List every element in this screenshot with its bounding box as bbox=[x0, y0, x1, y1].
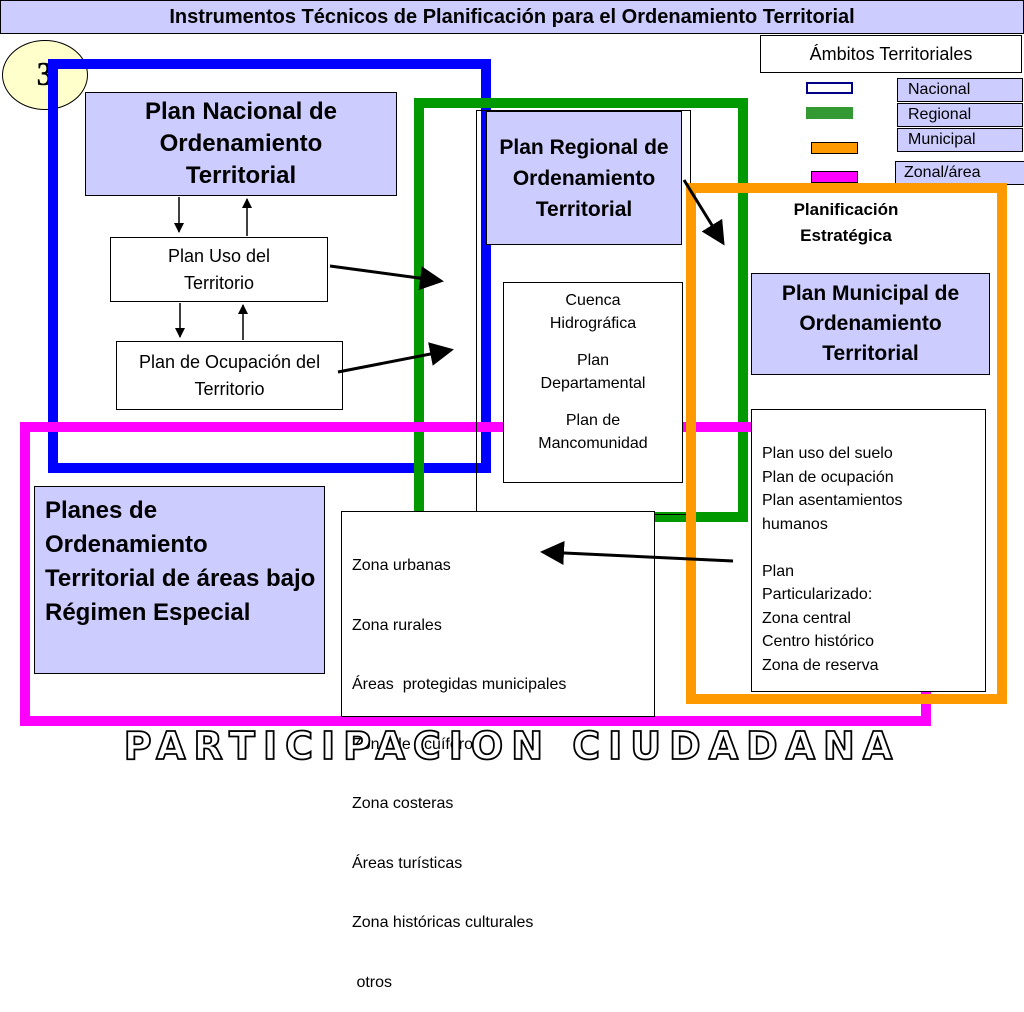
plan-uso-territorio-box: Plan Uso del Territorio bbox=[110, 237, 328, 302]
arrow-uso-to-regional bbox=[329, 264, 444, 291]
plan-uso-territorio-text: Plan Uso del Territorio bbox=[167, 245, 271, 293]
zona-item: Zona urbanas bbox=[352, 557, 451, 574]
municipal-item: Plan de ocupación bbox=[762, 468, 894, 486]
plan-nacional-box: Plan Nacional de Ordenamiento Territoria… bbox=[85, 92, 397, 196]
zona-item: Zona históricas culturales bbox=[352, 914, 534, 931]
municipal-items-box: Plan uso del suelo Plan de ocupación Pla… bbox=[751, 409, 986, 692]
regional-items-box: Cuenca Hidrográfica Plan Departamental P… bbox=[503, 282, 683, 483]
arrow-ocupacion-to-regional bbox=[337, 342, 454, 374]
zona-item: otros bbox=[352, 973, 393, 991]
legend-label-nacional: Nacional bbox=[897, 78, 1023, 102]
zona-item: Zona rurales bbox=[352, 616, 442, 634]
plan-regional-title: Plan Regional de Ordenamiento Territoria… bbox=[499, 135, 669, 221]
planificacion-estrategica: Planificación Estratégica bbox=[758, 197, 934, 251]
municipal-item: Zona central bbox=[762, 609, 851, 627]
frame-nacional bbox=[48, 59, 491, 473]
arrow-municipal-to-zonas bbox=[540, 541, 734, 565]
zonas-list-box: Zona urbanas Zona rurales Áreas protegid… bbox=[341, 511, 655, 991]
plan-ocupacion-territorio-box: Plan de Ocupación del Territorio bbox=[116, 341, 343, 410]
plan-regional-box: Plan Regional de Ordenamiento Territoria… bbox=[486, 111, 682, 245]
municipal-item: Centro histórico bbox=[762, 633, 875, 650]
legend-label-regional: Regional bbox=[897, 103, 1023, 127]
page-title: Instrumentos Técnicos de Planificación p… bbox=[0, 0, 1024, 34]
zona-item: Áreas turísticas bbox=[352, 854, 463, 872]
legend-swatch-municipal bbox=[811, 142, 858, 154]
participacion-ciudadana-text: PARTICIPACION CIUDADANA bbox=[123, 723, 901, 769]
municipal-item: Plan bbox=[762, 562, 795, 580]
municipal-item: Particularizado: bbox=[762, 586, 873, 603]
zona-item: Áreas protegidas municipales bbox=[352, 676, 567, 693]
item-plan-mancomunidad: Plan de Mancomunidad bbox=[538, 412, 648, 452]
planes-regimen-especial-title: Planes de Ordenamiento Territorial de ár… bbox=[45, 497, 316, 626]
legend-swatch-zonal bbox=[811, 171, 858, 183]
plan-municipal-title: Plan Municipal de Ordenamiento Territori… bbox=[781, 282, 960, 365]
municipal-item: Zona de reserva bbox=[762, 656, 879, 674]
zona-item: Zona costeras bbox=[352, 795, 454, 812]
item-cuenca-hidrografica: Cuenca Hidrográfica bbox=[549, 292, 637, 332]
legend-swatch-regional bbox=[806, 107, 853, 119]
planificacion-estrategica-text: Planificación Estratégica bbox=[793, 200, 899, 245]
arrow-regional-to-municipal bbox=[682, 179, 725, 246]
frame-municipal bbox=[686, 183, 1007, 704]
plan-ocupacion-territorio-text: Plan de Ocupación del Territorio bbox=[138, 351, 321, 399]
plan-nacional-title: Plan Nacional de Ordenamiento Territoria… bbox=[144, 98, 338, 189]
legend-label-zonal: Zonal/área bbox=[895, 161, 1024, 185]
zona-item: Zona de acuíferos bbox=[352, 735, 481, 753]
plan-municipal-box: Plan Municipal de Ordenamiento Territori… bbox=[751, 273, 990, 375]
legend-header-text: Ámbitos Territoriales bbox=[809, 43, 973, 64]
page-title-text: Instrumentos Técnicos de Planificación p… bbox=[169, 5, 855, 28]
planes-regimen-especial-box: Planes de Ordenamiento Territorial de ár… bbox=[34, 486, 325, 674]
legend-label-municipal: Municipal bbox=[897, 128, 1023, 152]
municipal-item: Plan uso del suelo bbox=[762, 445, 893, 462]
item-plan-departamental: Plan Departamental bbox=[540, 352, 646, 392]
legend-swatch-nacional bbox=[806, 82, 853, 94]
legend-header: Ámbitos Territoriales bbox=[760, 35, 1022, 73]
participacion-ciudadana: PARTICIPACION CIUDADANA bbox=[0, 723, 1024, 769]
municipal-item: humanos bbox=[762, 515, 828, 533]
municipal-item: Plan asentamientos bbox=[762, 492, 903, 509]
arrows-layer bbox=[174, 179, 734, 565]
